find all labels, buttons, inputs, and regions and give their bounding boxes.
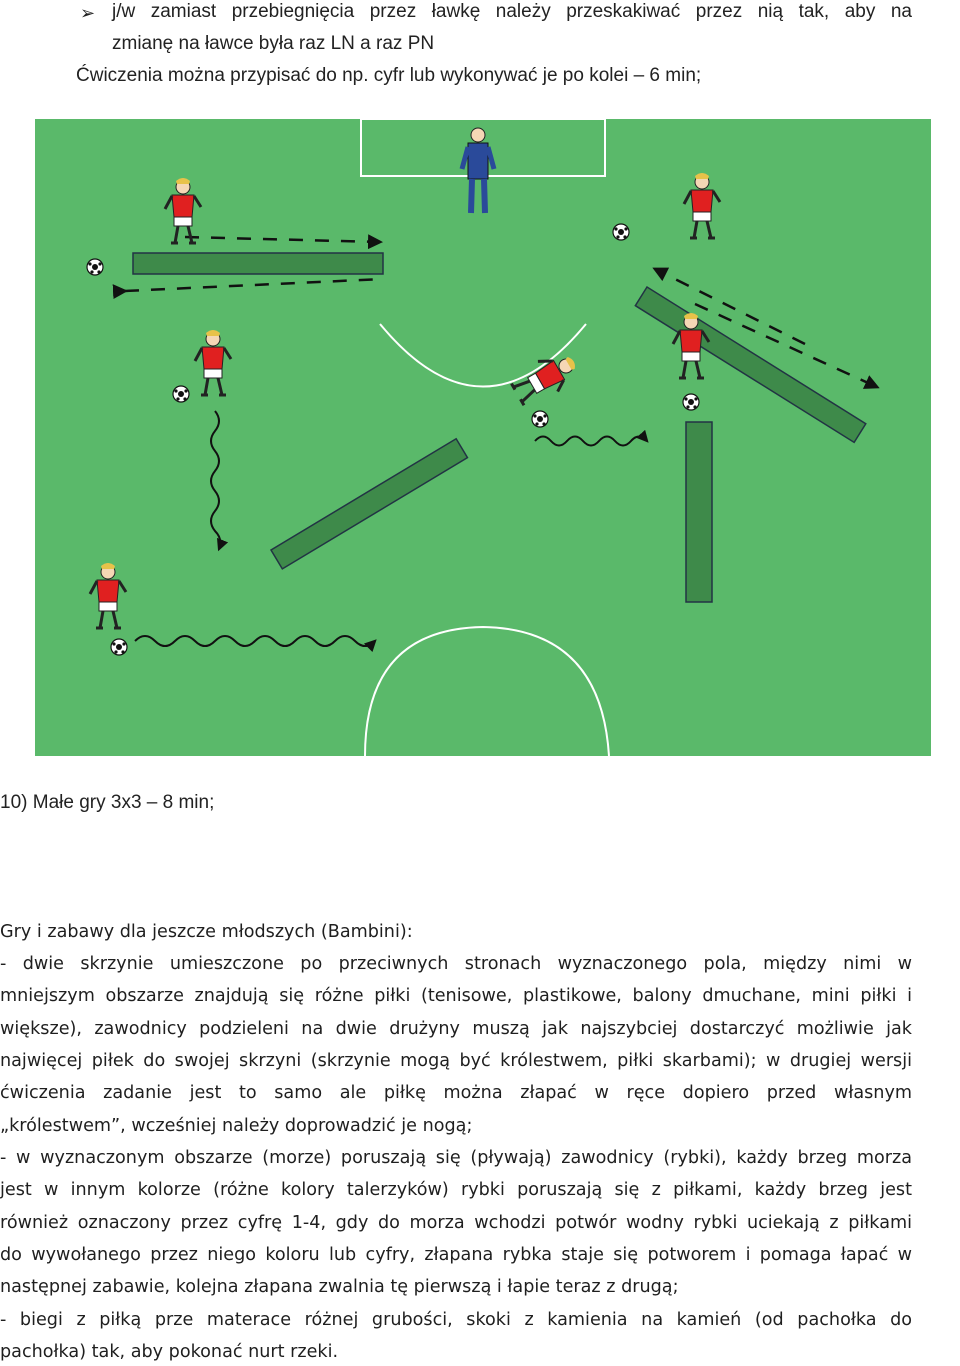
bambini-heading: Gry i zabawy dla jeszcze młodszych (Bamb… xyxy=(0,922,413,942)
ball-mid-right xyxy=(682,393,700,411)
pitch-surface xyxy=(35,119,931,756)
bullet-text-line-1: j/w zamiast przebiegnięcia przez ławkę n… xyxy=(112,1,912,22)
coach-figure xyxy=(459,127,497,214)
text-line: - dwie skrzynie umieszczone po przeciwny… xyxy=(0,954,912,974)
ball-mid-left xyxy=(172,385,190,403)
bench-top-left xyxy=(132,252,384,275)
center-circle xyxy=(364,625,610,756)
football-drill-diagram xyxy=(35,119,931,756)
section-10-heading: 10) Małe gry 3x3 – 8 min; xyxy=(0,792,215,813)
text-line: najwięcej piłek do swojej skrzyni (skrzy… xyxy=(0,1051,912,1071)
dashed-path-diagonal-lower xyxy=(694,302,880,389)
dashed-path-diagonal-upper xyxy=(652,267,806,346)
text-line: większe), zawodnicy podzieleni na dwie d… xyxy=(0,1019,912,1039)
dribble-path-left xyxy=(210,410,229,552)
penalty-arc xyxy=(379,323,587,388)
dashed-path-bottom xyxy=(112,277,384,300)
text-line: jest w innym kolorze (różne kolory taler… xyxy=(0,1180,912,1200)
text-line: „królestwem”, wcześniej należy doprowadz… xyxy=(0,1116,473,1136)
bullet-text-line-2: zmianę na ławce była raz LN a raz PN xyxy=(112,33,435,54)
exercise-note: Ćwiczenia można przypisać do np. cyfr lu… xyxy=(76,65,702,86)
dribble-path-bottom xyxy=(134,635,377,653)
text-line: do wywołanego przez niego koloru lub cyf… xyxy=(0,1245,912,1265)
dashed-path-top xyxy=(184,234,383,250)
text-line: następnej zabawie, kolejna złapana zwaln… xyxy=(0,1277,679,1297)
text-line: mniejszym obszarze znajdują się różne pi… xyxy=(0,986,912,1006)
bench-middle-diagonal xyxy=(269,437,469,570)
text-line: pachołka) tak, aby pokonać nurt rzeki. xyxy=(0,1342,339,1362)
dribble-path-middle xyxy=(534,429,649,447)
ball-bottom-left xyxy=(110,638,128,656)
text-line: ćwiczenia zadanie jest to samo ale piłkę… xyxy=(0,1083,912,1103)
ball-center xyxy=(531,410,549,428)
text-line: - biegi z piłką prze materace różnej gru… xyxy=(0,1310,912,1330)
text-line: również oznaczony przez cyfrę 1-4, gdy d… xyxy=(0,1213,912,1233)
ball-left xyxy=(86,258,104,276)
text-line: - w wyznaczonym obszarze (morze) porusza… xyxy=(0,1148,912,1168)
bench-vertical-right xyxy=(685,421,713,603)
arrow-bullet-icon: ➢ xyxy=(80,3,96,23)
ball-top-right xyxy=(612,223,630,241)
